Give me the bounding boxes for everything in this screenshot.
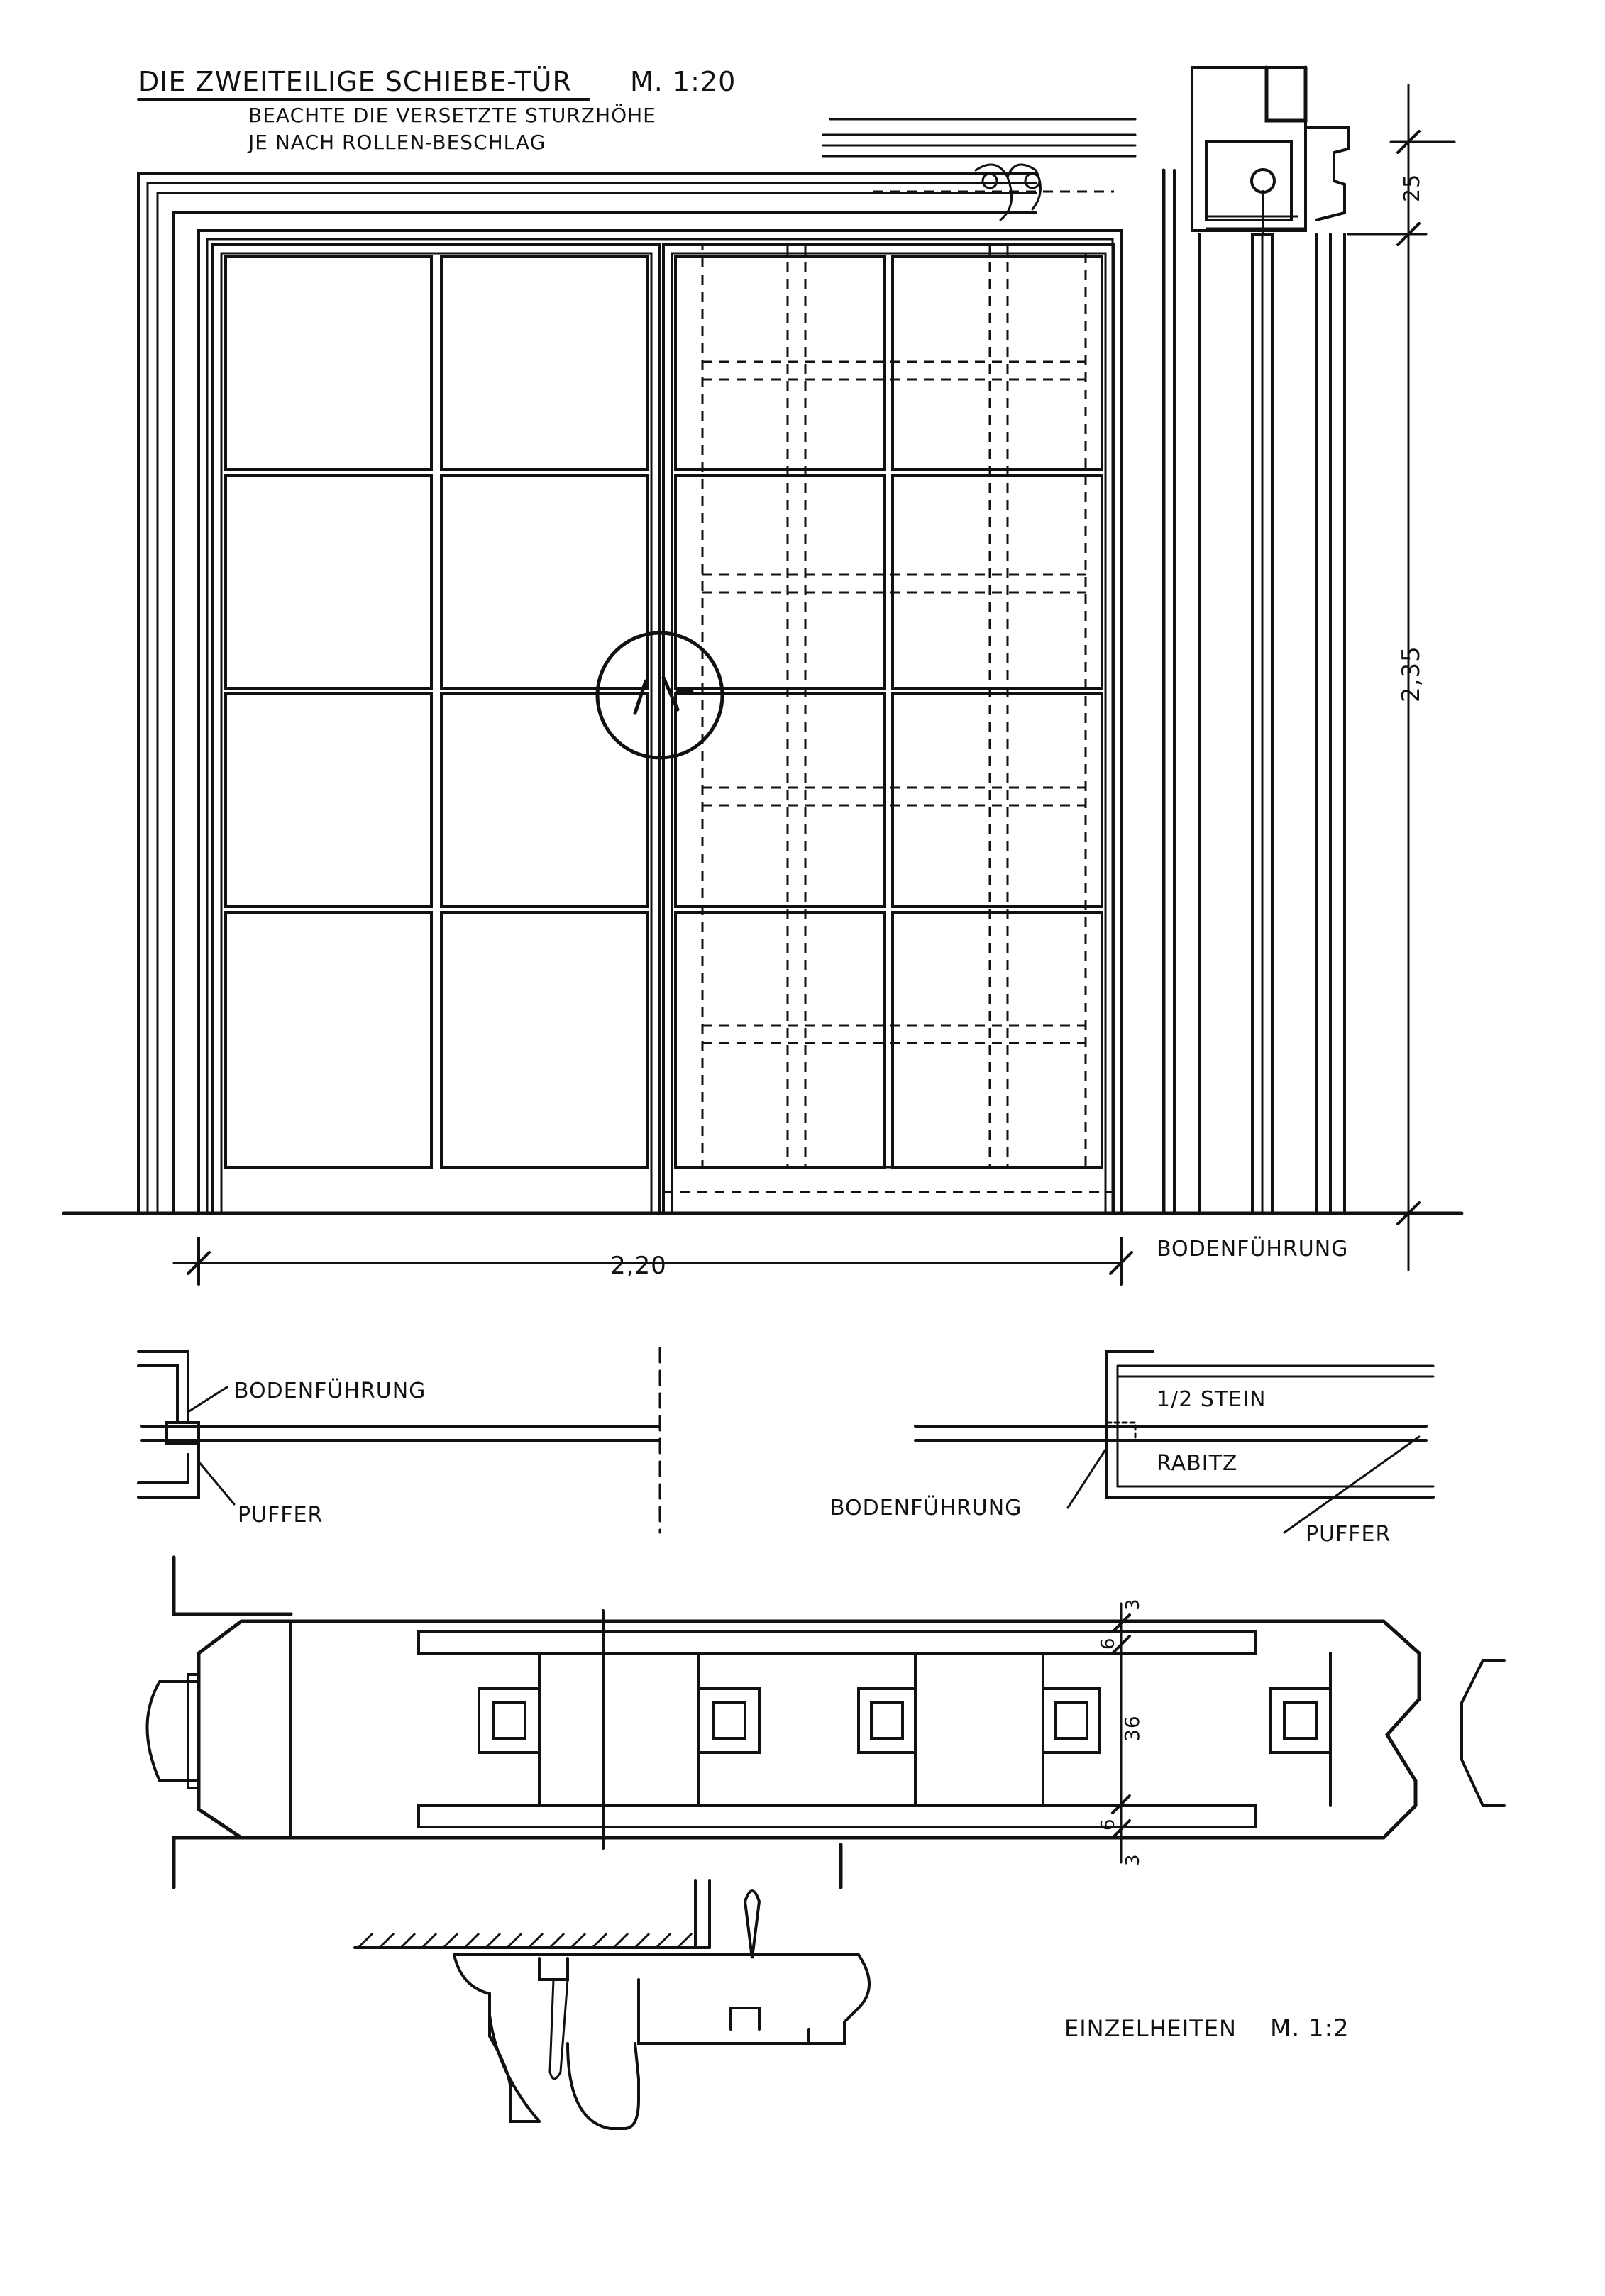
- profile-dimension-bottom-1: 3: [1123, 1853, 1144, 1866]
- buffer-label-left: PUFFER: [238, 1503, 323, 1528]
- right-door-leaf: [662, 243, 1115, 1215]
- buffer-label-right: PUFFER: [1306, 1522, 1391, 1547]
- plan-detail-right: 1/2 STEIN RABITZ BODENFÜHRUNG PUFFER: [830, 1350, 1435, 1547]
- profile-dimension-middle: 36: [1120, 1715, 1144, 1742]
- floor-guide-label-plan-right: BODENFÜHRUNG: [830, 1495, 1022, 1520]
- vertical-section: [1162, 65, 1350, 1215]
- title-block: DIE ZWEITEILIGE SCHIEBE-TÜR M. 1:20 BEAC…: [137, 66, 736, 154]
- details-scale: M. 1:2: [1270, 2014, 1350, 2043]
- profile-dimension-top-1: 3: [1123, 1598, 1144, 1611]
- door-elevation: [62, 118, 1464, 1215]
- title-note-line-1: BEACHTE DIE VERSETZTE STURZHÖHE: [248, 103, 656, 127]
- details-title: EINZELHEITEN: [1064, 2015, 1237, 2042]
- title-note-line-2: JE NACH ROLLEN-BESCHLAG: [247, 131, 546, 154]
- profile-detail: 3 6 36 6 3: [145, 1555, 1506, 1889]
- floor-guide-label-elevation: BODENFÜHRUNG: [1157, 1236, 1348, 1262]
- drawing-scale: M. 1:20: [630, 66, 736, 97]
- profile-notches: [478, 1652, 1332, 1807]
- width-dimension: 2,20: [610, 1252, 667, 1280]
- roller-track-detail: EINZELHEITEN M. 1:2: [353, 1879, 1350, 2130]
- rabitz-label: RABITZ: [1157, 1451, 1237, 1476]
- profile-dimension-bottom-2: 6: [1098, 1818, 1119, 1831]
- door-handle-recess: [595, 631, 724, 760]
- dimension-lines: 2,20 BODENFÜHRUNG 25 2,35: [172, 84, 1456, 1286]
- profile-dimension-top-2: 6: [1098, 1637, 1119, 1650]
- plan-detail-left: BODENFÜHRUNG PUFFER: [137, 1347, 661, 1534]
- roller-hanger: [873, 163, 1114, 221]
- half-brick-label: 1/2 STEIN: [1157, 1387, 1266, 1412]
- hidden-leaf-dashed: [663, 243, 1114, 1193]
- floor-guide-label-plan-left: BODENFÜHRUNG: [234, 1378, 426, 1403]
- left-door-leaf: [211, 243, 661, 1215]
- lintel-dimension: 25: [1400, 174, 1425, 202]
- height-dimension: 2,35: [1397, 646, 1425, 702]
- drawing-title: DIE ZWEITEILIGE SCHIEBE-TÜR: [138, 66, 572, 97]
